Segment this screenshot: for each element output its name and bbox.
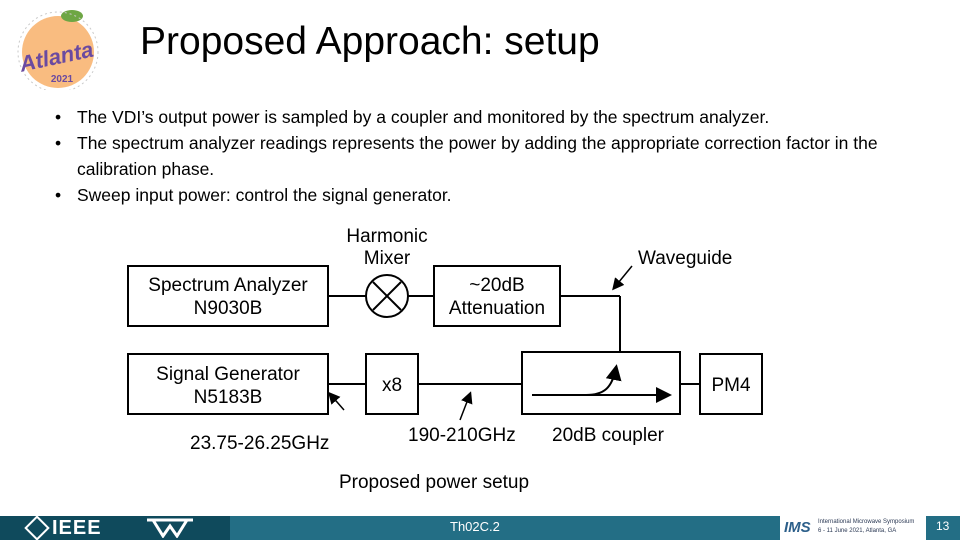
spectrum-analyzer-box (127, 265, 329, 327)
coupler-box (521, 351, 681, 415)
multiplier-box (365, 353, 419, 415)
bullet-item: Sweep input power: control the signal ge… (55, 182, 935, 208)
attenuator-line1: ~20dB (469, 275, 524, 296)
spectrum-analyzer-line2: N9030B (194, 298, 263, 319)
slide-title: Proposed Approach: setup (140, 20, 600, 63)
waveguide-pointer (612, 265, 633, 291)
ieee-diamond-icon (24, 515, 50, 541)
pm4-box (699, 353, 763, 415)
signal-generator-box (127, 353, 329, 415)
ims-logo: IMS International Microwave Symposium 6 … (780, 516, 926, 540)
session-code: Th02C.2 (450, 519, 500, 534)
bullet-item: The spectrum analyzer readings represent… (55, 130, 935, 182)
conference-logo: Atlanta 2021 (10, 6, 110, 93)
block-diagram: Harmonic Mixer Waveguide Spectrum Analyz… (120, 222, 800, 461)
signal-generator-line1: Signal Generator (156, 364, 300, 385)
spectrum-analyzer-line1: Spectrum Analyzer (148, 275, 308, 296)
mixer-label-line1: Harmonic (346, 226, 427, 247)
ieee-wordmark: IEEE (52, 516, 102, 539)
input-frequency-label: 23.75-26.25GHz (190, 433, 329, 454)
output-frequency-label: 190-210GHz (408, 425, 516, 446)
pm4-label: PM4 (711, 375, 751, 396)
ieee-logo: IEEE (24, 515, 102, 541)
ims-name: International Microwave Symposium (818, 519, 915, 525)
coupler-label: 20dB coupler (552, 425, 665, 446)
attenuator-line2: Attenuation (449, 298, 545, 319)
figure-caption: Proposed power setup (338, 472, 530, 493)
bullet-item: The VDI’s output power is sampled by a c… (55, 104, 935, 130)
mtt-logo-icon (145, 518, 195, 543)
waveguide-label: Waveguide (638, 248, 732, 269)
footer-bar: IEEE Th02C.2 IMS International Microwave… (0, 515, 960, 543)
peach-shape (22, 16, 94, 88)
ims-dates: 6 - 11 June 2021, Atlanta, GA (818, 528, 897, 534)
bullet-list: The VDI’s output power is sampled by a c… (55, 104, 935, 208)
mixer-label-line2: Mixer (364, 248, 411, 269)
logo-year: 2021 (51, 74, 74, 85)
signal-generator-line2: N5183B (194, 387, 263, 408)
ims-abbreviation: IMS (784, 519, 811, 536)
multiplier-label: x8 (382, 375, 402, 396)
leaf-icon (61, 10, 83, 22)
page-number: 13 (936, 519, 950, 533)
